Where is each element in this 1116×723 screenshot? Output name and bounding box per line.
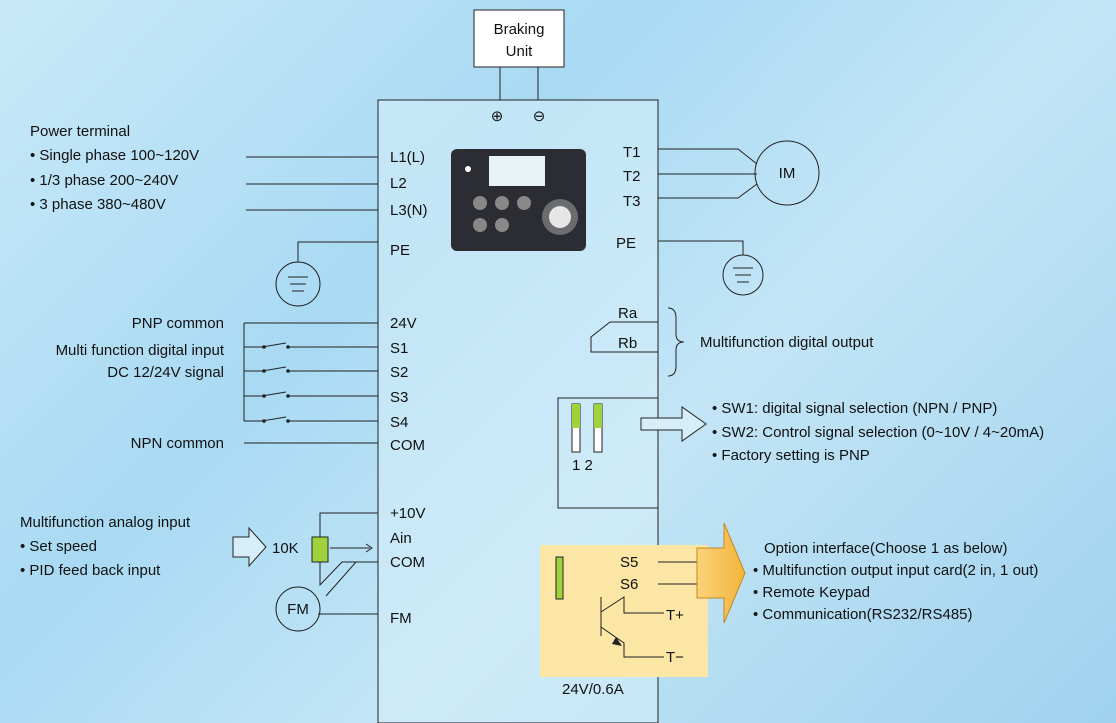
terminal-pe-left: PE	[390, 242, 410, 259]
switch-note: • Factory setting is PNP	[712, 447, 870, 464]
pot-wire	[319, 512, 378, 587]
keypad-display	[489, 156, 545, 186]
dip-switch-box	[557, 397, 659, 509]
option-card-led	[555, 556, 564, 600]
braking-unit-label-2: Unit	[506, 43, 534, 60]
keypad-key	[473, 218, 487, 232]
ground-right-symbol	[733, 267, 753, 283]
pnp-common-label: PNP common	[132, 315, 224, 332]
pe-left-wire	[297, 241, 378, 262]
sw2-lever	[594, 404, 602, 428]
keypad-knob-cap	[549, 206, 571, 228]
fm-wire	[318, 561, 378, 615]
braking-unit-box	[473, 9, 565, 68]
relay-contact	[590, 321, 658, 353]
terminal-t1: T1	[623, 144, 641, 161]
ground-left-icon	[275, 261, 321, 307]
fm-meter-icon	[275, 586, 321, 632]
motor-wire	[658, 148, 758, 199]
terminal-fm: FM	[390, 610, 412, 627]
npn-common-label: NPN common	[131, 435, 224, 452]
terminal-t-plus: T+	[666, 607, 684, 624]
switch-contacts	[262, 345, 290, 423]
pe-right-wire	[658, 240, 744, 255]
motor-icon	[754, 140, 820, 206]
dc-plus-terminal: ⊕	[491, 108, 504, 125]
terminal-s2: S2	[390, 364, 408, 381]
option-card-rating: 24V/0.6A	[562, 681, 624, 698]
power-item: • 1/3 phase 200~240V	[30, 172, 178, 189]
power-item: • 3 phase 380~480V	[30, 196, 166, 213]
terminal-s5: S5	[620, 554, 638, 571]
terminal-l3: L3(N)	[390, 202, 428, 219]
power-item: • Single phase 100~120V	[30, 147, 199, 164]
terminal-l2: L2	[390, 175, 407, 192]
terminal-t3: T3	[623, 193, 641, 210]
keypad-key	[473, 196, 487, 210]
analog-item: • PID feed back input	[20, 562, 161, 579]
ground-right-icon	[722, 254, 764, 296]
analog-input-title: Multifunction analog input	[20, 514, 191, 531]
analog-item: • Set speed	[20, 538, 97, 555]
di-switch-wires	[244, 342, 378, 422]
switch-numbers: 1 2	[572, 457, 593, 474]
option-item: • Communication(RS232/RS485)	[753, 606, 973, 623]
terminal-pe-right: PE	[616, 235, 636, 252]
terminal-s1: S1	[390, 340, 408, 357]
potentiometer	[311, 536, 329, 563]
fm-meter-label: FM	[287, 601, 309, 618]
terminal-t-minus: T−	[666, 649, 684, 666]
relay-brace	[667, 307, 685, 377]
resistor-label: 10K	[272, 540, 299, 557]
terminal-s4: S4	[390, 414, 408, 431]
transistor-symbol	[600, 596, 664, 658]
terminal-ra: Ra	[618, 305, 638, 322]
keypad-key	[517, 196, 531, 210]
terminal-t2: T2	[623, 168, 641, 185]
relay-label: Multifunction digital output	[700, 334, 874, 351]
transistor-emitter-arrow	[612, 637, 622, 646]
power-wire	[246, 156, 378, 211]
option-arrow	[696, 522, 746, 624]
terminal-s6: S6	[620, 576, 638, 593]
keypad-key	[495, 196, 509, 210]
keypad	[451, 149, 586, 251]
sw1-lever	[572, 404, 580, 428]
terminal-ain: Ain	[390, 530, 412, 547]
terminal-24v: 24V	[390, 315, 417, 332]
option-item: • Multifunction output input card(2 in, …	[753, 562, 1038, 579]
power-terminal-title: Power terminal	[30, 123, 130, 140]
terminal-s3: S3	[390, 389, 408, 406]
terminal-com-ai: COM	[390, 554, 425, 571]
digital-input-title: Multi function digital input	[56, 342, 225, 359]
terminal-10v: +10V	[390, 505, 425, 522]
switch-note: • SW2: Control signal selection (0~10V /…	[712, 424, 1044, 441]
dc-minus-terminal: ⊖	[533, 108, 546, 125]
ground-left-symbol	[288, 276, 308, 292]
option-item: • Remote Keypad	[753, 584, 870, 601]
digital-input-signal: DC 12/24V signal	[107, 364, 224, 381]
switch-note: • SW1: digital signal selection (NPN / P…	[712, 400, 997, 417]
di-common-wire	[243, 322, 378, 421]
option-interface-title: Option interface(Choose 1 as below)	[764, 540, 1007, 557]
option-card-wires	[658, 561, 700, 585]
sw-arrow	[640, 406, 707, 442]
motor-label: IM	[779, 165, 796, 182]
braking-unit-label-1: Braking	[494, 21, 545, 38]
keypad-key	[495, 218, 509, 232]
terminal-rb: Rb	[618, 335, 637, 352]
analog-arrow	[232, 526, 267, 568]
terminal-l1: L1(L)	[390, 149, 425, 166]
terminal-com-di: COM	[390, 437, 425, 454]
keypad-led	[465, 166, 471, 172]
